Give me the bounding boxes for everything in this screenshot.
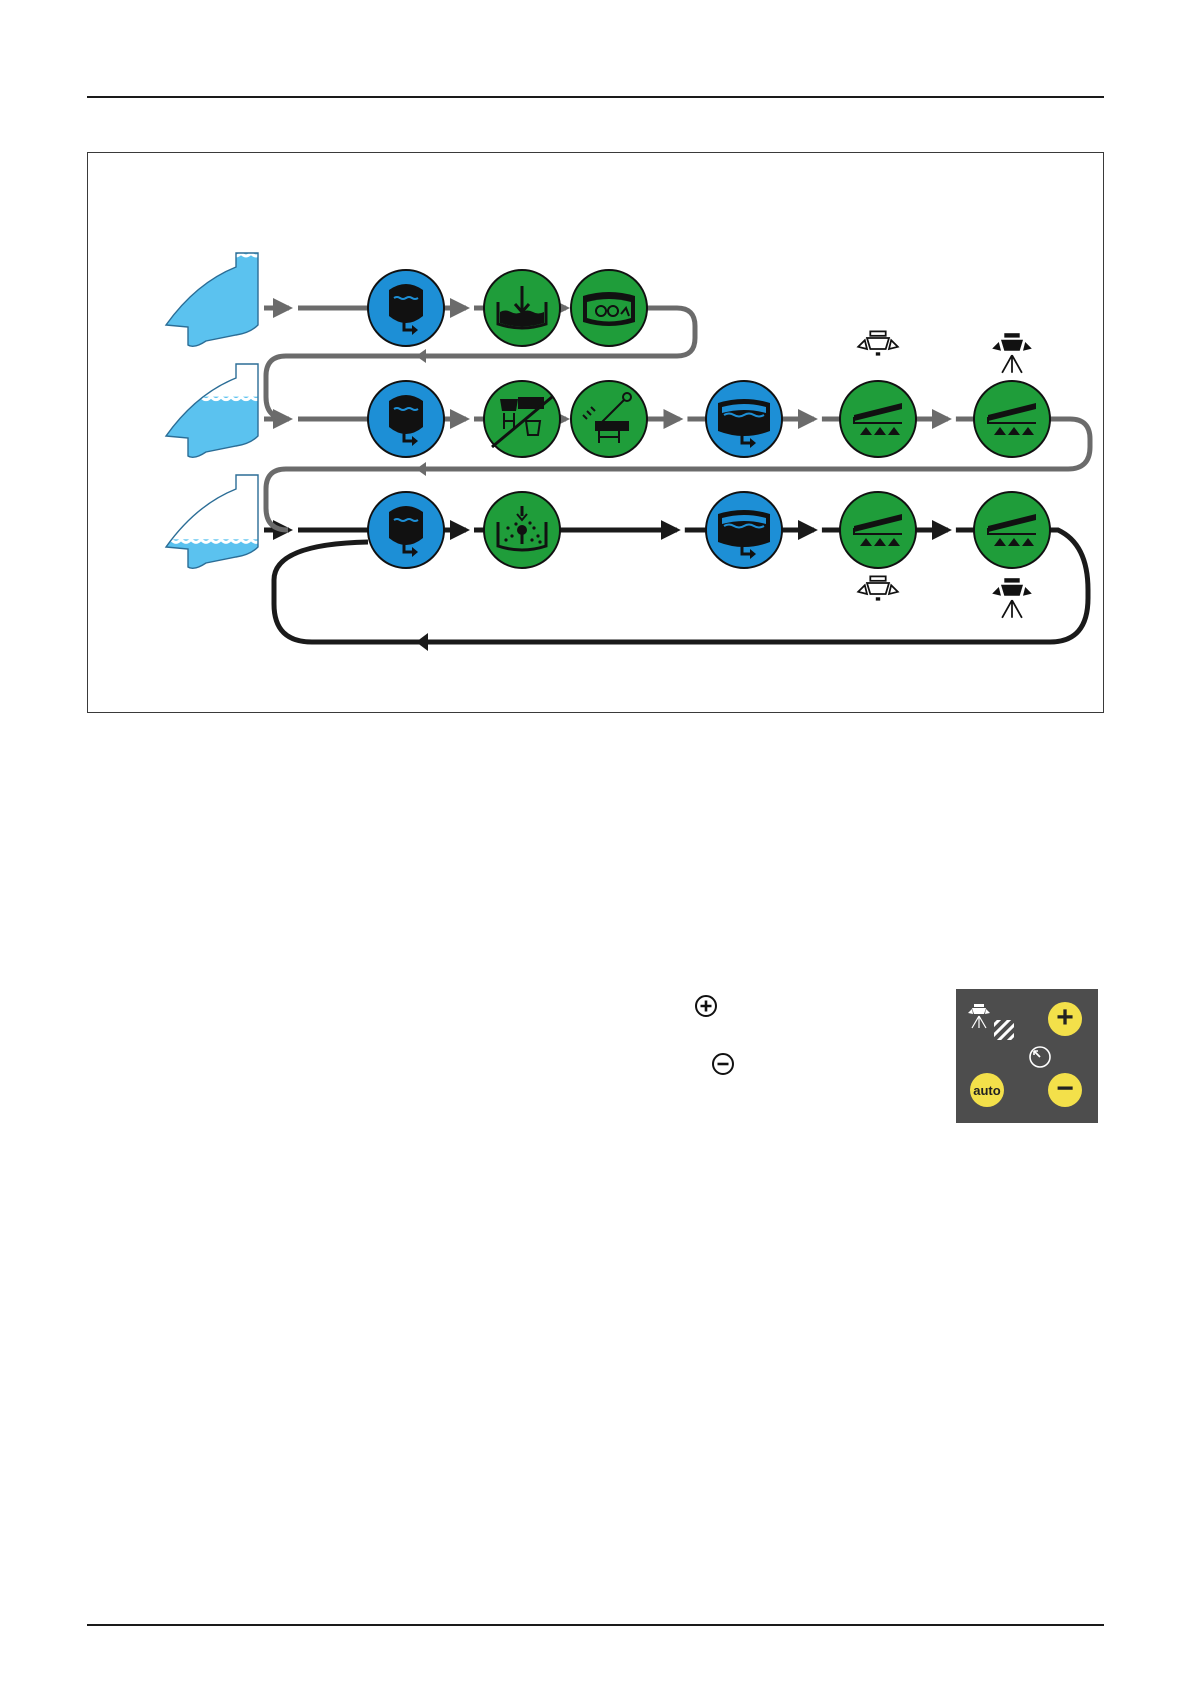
boom-spray-icon xyxy=(974,492,1050,568)
main-tank-rinse-icon xyxy=(706,381,782,457)
rinse-flow-figure xyxy=(87,152,1104,713)
spray-nozzle-icon xyxy=(968,1003,990,1034)
induction-hopper-rinse-icon xyxy=(571,381,647,457)
tank-fill-level-icon xyxy=(161,253,271,363)
decrease-button[interactable]: − xyxy=(1048,1073,1082,1107)
plus-circle-icon xyxy=(694,994,718,1018)
induction-hopper-crossed-icon xyxy=(484,381,560,457)
auto-button[interactable]: auto xyxy=(970,1073,1004,1107)
nozzle-filled-icon xyxy=(992,333,1032,373)
main-tank-fill-icon xyxy=(484,270,560,346)
auto-button-label: auto xyxy=(973,1083,1000,1098)
main-tank-rinse-icon xyxy=(706,492,782,568)
gauge-icon xyxy=(1028,1045,1052,1074)
footer-rule xyxy=(87,1624,1104,1626)
increase-button-label: + xyxy=(1056,1003,1074,1033)
tank-fill-level-icon xyxy=(161,364,271,507)
boom-spray-icon xyxy=(840,492,916,568)
hatched-area-icon xyxy=(994,1020,1014,1045)
tank-rinse-icon xyxy=(368,270,444,346)
flow-arrow xyxy=(416,349,426,363)
header-rule xyxy=(87,96,1104,98)
minus-circle-icon xyxy=(711,1052,735,1076)
flow-arrow xyxy=(416,633,428,651)
tank-rinse-icon xyxy=(368,381,444,457)
tank-agitation-icon xyxy=(571,270,647,346)
nozzle-filled-icon xyxy=(992,578,1032,618)
boom-spray-icon xyxy=(840,381,916,457)
nozzle-outline-icon xyxy=(858,576,898,600)
tank-rinse-icon xyxy=(368,492,444,568)
increase-button[interactable]: + xyxy=(1048,1002,1082,1036)
boom-control-panel: + − auto xyxy=(956,989,1098,1123)
tank-fill-level-icon xyxy=(161,475,271,649)
boom-spray-icon xyxy=(974,381,1050,457)
nozzle-outline-icon xyxy=(858,331,898,355)
decrease-button-label: − xyxy=(1056,1074,1074,1104)
tank-cleaning-icon xyxy=(484,492,560,568)
rinse-flow-diagram xyxy=(88,153,1104,713)
flow-arrow xyxy=(416,462,426,476)
